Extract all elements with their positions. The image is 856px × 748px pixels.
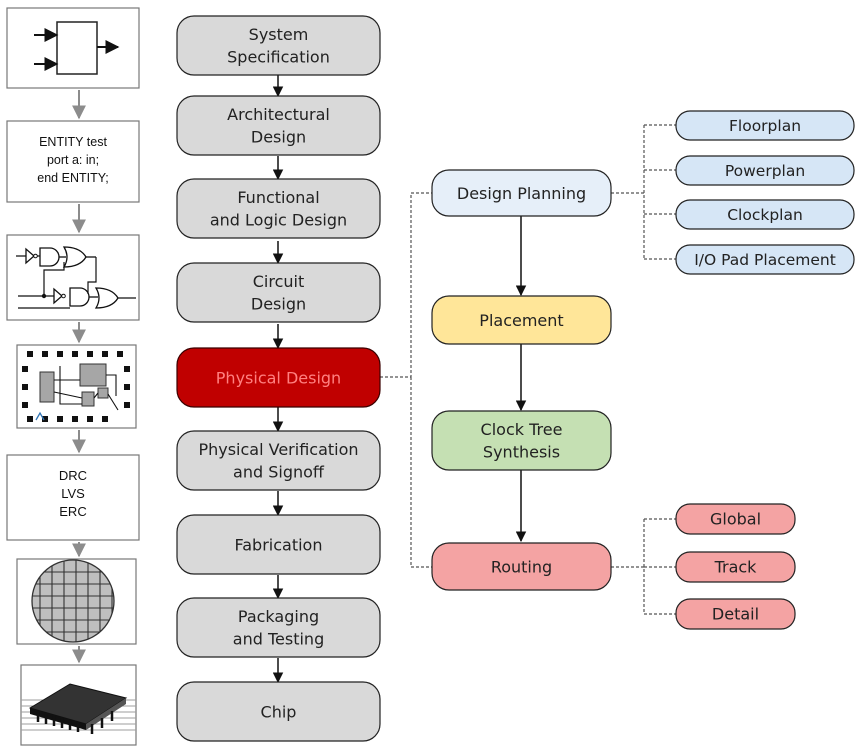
step-fabrication-box [176, 514, 381, 575]
routing-item-label: Global [710, 510, 761, 529]
pd-step-design-planning: Design Planning [431, 169, 612, 217]
planning-item-powerplan: Powerplan [675, 155, 855, 186]
step-physical-verification-label-1: Physical Verification [198, 440, 358, 459]
step-architectural-design-box [176, 95, 381, 156]
step-fabrication: Fabrication [176, 514, 381, 575]
pd-step-clock-tree-synthesis-label-2: Synthesis [483, 443, 560, 462]
step-physical-design: Physical Design [176, 347, 381, 408]
pd-step-design-planning-label-1: Design Planning [457, 184, 586, 203]
step-physical-verification-label-2: and Signoff [233, 463, 325, 482]
routing-item-box [675, 503, 796, 535]
step-physical-design-label-1: Physical Design [216, 368, 341, 387]
step-system-specification-label-1: System [249, 25, 309, 44]
main-flow: SystemSpecificationArchitecturalDesignFu… [176, 15, 381, 742]
step-fabrication-label-1: Fabrication [235, 535, 323, 554]
routing-item-box [675, 598, 796, 630]
hdl-line-1: ENTITY test [39, 135, 107, 149]
planning-item-box [675, 199, 855, 230]
planning-item-label: Powerplan [725, 162, 805, 180]
step-circuit-design-label-1: Circuit [253, 272, 305, 291]
hdl-line-2: port a: in; [47, 153, 99, 167]
hdl-code-thumbnail: ENTITY test port a: in; end ENTITY; [6, 120, 140, 203]
step-packaging-testing-label-1: Packaging [238, 607, 319, 626]
planning-item-label: Clockplan [727, 206, 803, 224]
hdl-line-3: end ENTITY; [37, 171, 108, 185]
planning-item-floorplan: Floorplan [675, 110, 855, 141]
routing-item-detail: Detail [675, 598, 796, 630]
step-functional-logic-design-label-2: and Logic Design [210, 211, 347, 230]
routing-item-track: Track [675, 551, 796, 583]
step-architectural-design-label-2: Design [251, 128, 306, 147]
step-system-specification-label-2: Specification [227, 48, 330, 67]
check-drc: DRC [59, 468, 87, 483]
check-erc: ERC [59, 504, 86, 519]
pd-step-routing-label-1: Routing [491, 557, 552, 576]
step-functional-logic-design-label-1: Functional [237, 188, 319, 207]
step-packaging-testing: Packaging and Testing [176, 597, 381, 658]
pd-step-routing-box [431, 542, 612, 591]
routing-item-label: Detail [712, 605, 759, 624]
block-symbol-thumbnail [6, 7, 140, 89]
wafer-thumbnail [16, 558, 137, 645]
planning-item-i-o-pad-placement: I/O Pad Placement [675, 244, 855, 275]
step-physical-design-box [176, 347, 381, 408]
check-lvs: LVS [61, 486, 85, 501]
thumbnail-column: ENTITY test port a: in; end ENTITY; [6, 7, 140, 746]
step-packaging-testing-box [176, 597, 381, 658]
layout-thumbnail [16, 344, 137, 429]
gate-schematic-thumbnail [6, 234, 140, 321]
step-circuit-design-box [176, 262, 381, 323]
step-chip-label-1: Chip [261, 702, 297, 721]
planning-item-clockplan: Clockplan [675, 199, 855, 230]
routing-item-label: Track [714, 558, 758, 577]
pd-step-placement: Placement [431, 295, 612, 345]
planning-item-box [675, 244, 855, 275]
pd-step-design-planning-box [431, 169, 612, 217]
planning-item-box [675, 155, 855, 186]
pd-step-placement-box [431, 295, 612, 345]
pd-step-clock-tree-synthesis-label-1: Clock Tree [481, 420, 563, 439]
routing-item-box [675, 551, 796, 583]
planning-item-box [675, 110, 855, 141]
step-circuit-design-label-2: Design [251, 295, 306, 314]
step-architectural-design-label-1: Architectural [227, 105, 330, 124]
pd-step-clock-tree-synthesis-box [431, 410, 612, 471]
step-physical-verification-box [176, 430, 381, 491]
connectors [272, 74, 676, 684]
step-physical-verification: Physical Verification and Signoff [176, 430, 381, 491]
planning-item-label: Floorplan [729, 117, 801, 135]
routing-item-global: Global [675, 503, 796, 535]
step-system-specification-box [176, 15, 381, 76]
step-functional-logic-design: Functional and Logic Design [176, 178, 381, 239]
pd-step-routing: Routing [431, 542, 612, 591]
step-functional-logic-design-box [176, 178, 381, 239]
step-packaging-testing-label-2: and Testing [233, 630, 324, 649]
pd-step-placement-label-1: Placement [479, 311, 563, 330]
step-chip: Chip [176, 681, 381, 742]
packaged-chip-thumbnail [20, 664, 137, 746]
signoff-checks-thumbnail: DRC LVS ERC [6, 454, 140, 541]
planning-item-label: I/O Pad Placement [694, 251, 836, 269]
step-chip-box [176, 681, 381, 742]
